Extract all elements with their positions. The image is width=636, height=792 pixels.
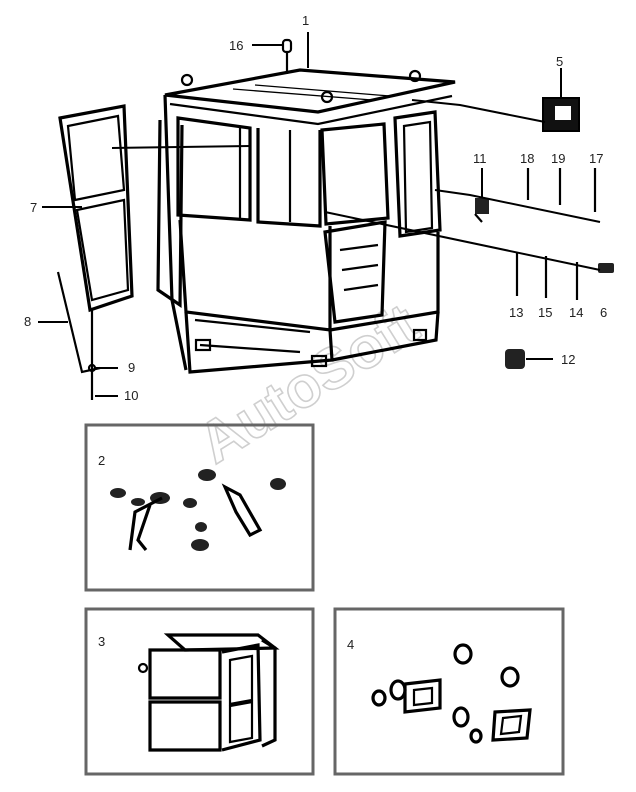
callout-19: 19 [551,151,565,166]
callout-16: 16 [229,38,243,53]
callout-2: 2 [98,453,105,468]
callout-1: 1 [302,13,309,28]
door-glass-panel [58,104,134,313]
callout-10: 10 [124,388,138,403]
callout-12: 12 [561,352,575,367]
callout-15: 15 [538,305,552,320]
inset-box-2: 2 [84,423,315,592]
callout-17: 17 [589,151,603,166]
door-handle [598,263,614,273]
callout-18: 18 [520,151,534,166]
door-latch [474,198,489,223]
callout-3: 3 [98,634,105,649]
cab-main-assembly [156,68,456,374]
roof-bolt [281,38,293,74]
buffer-block [505,349,525,369]
callout-13: 13 [509,305,523,320]
callout-8: 8 [24,314,31,329]
fastener-set [515,168,597,300]
callout-4: 4 [347,637,354,652]
callout-11: 11 [473,151,487,166]
inset-box-4: 4 [333,607,565,776]
rear-panel-part [542,97,580,132]
callout-14: 14 [569,305,583,320]
inset-box-3: 3 [84,607,315,776]
callout-6: 6 [600,305,607,320]
callout-9: 9 [128,360,135,375]
leader-lines [38,32,601,397]
callout-5: 5 [556,54,563,69]
callout-labels: 1 16 5 11 18 19 17 7 13 15 14 6 8 9 10 1… [24,13,607,403]
callout-7: 7 [30,200,37,215]
